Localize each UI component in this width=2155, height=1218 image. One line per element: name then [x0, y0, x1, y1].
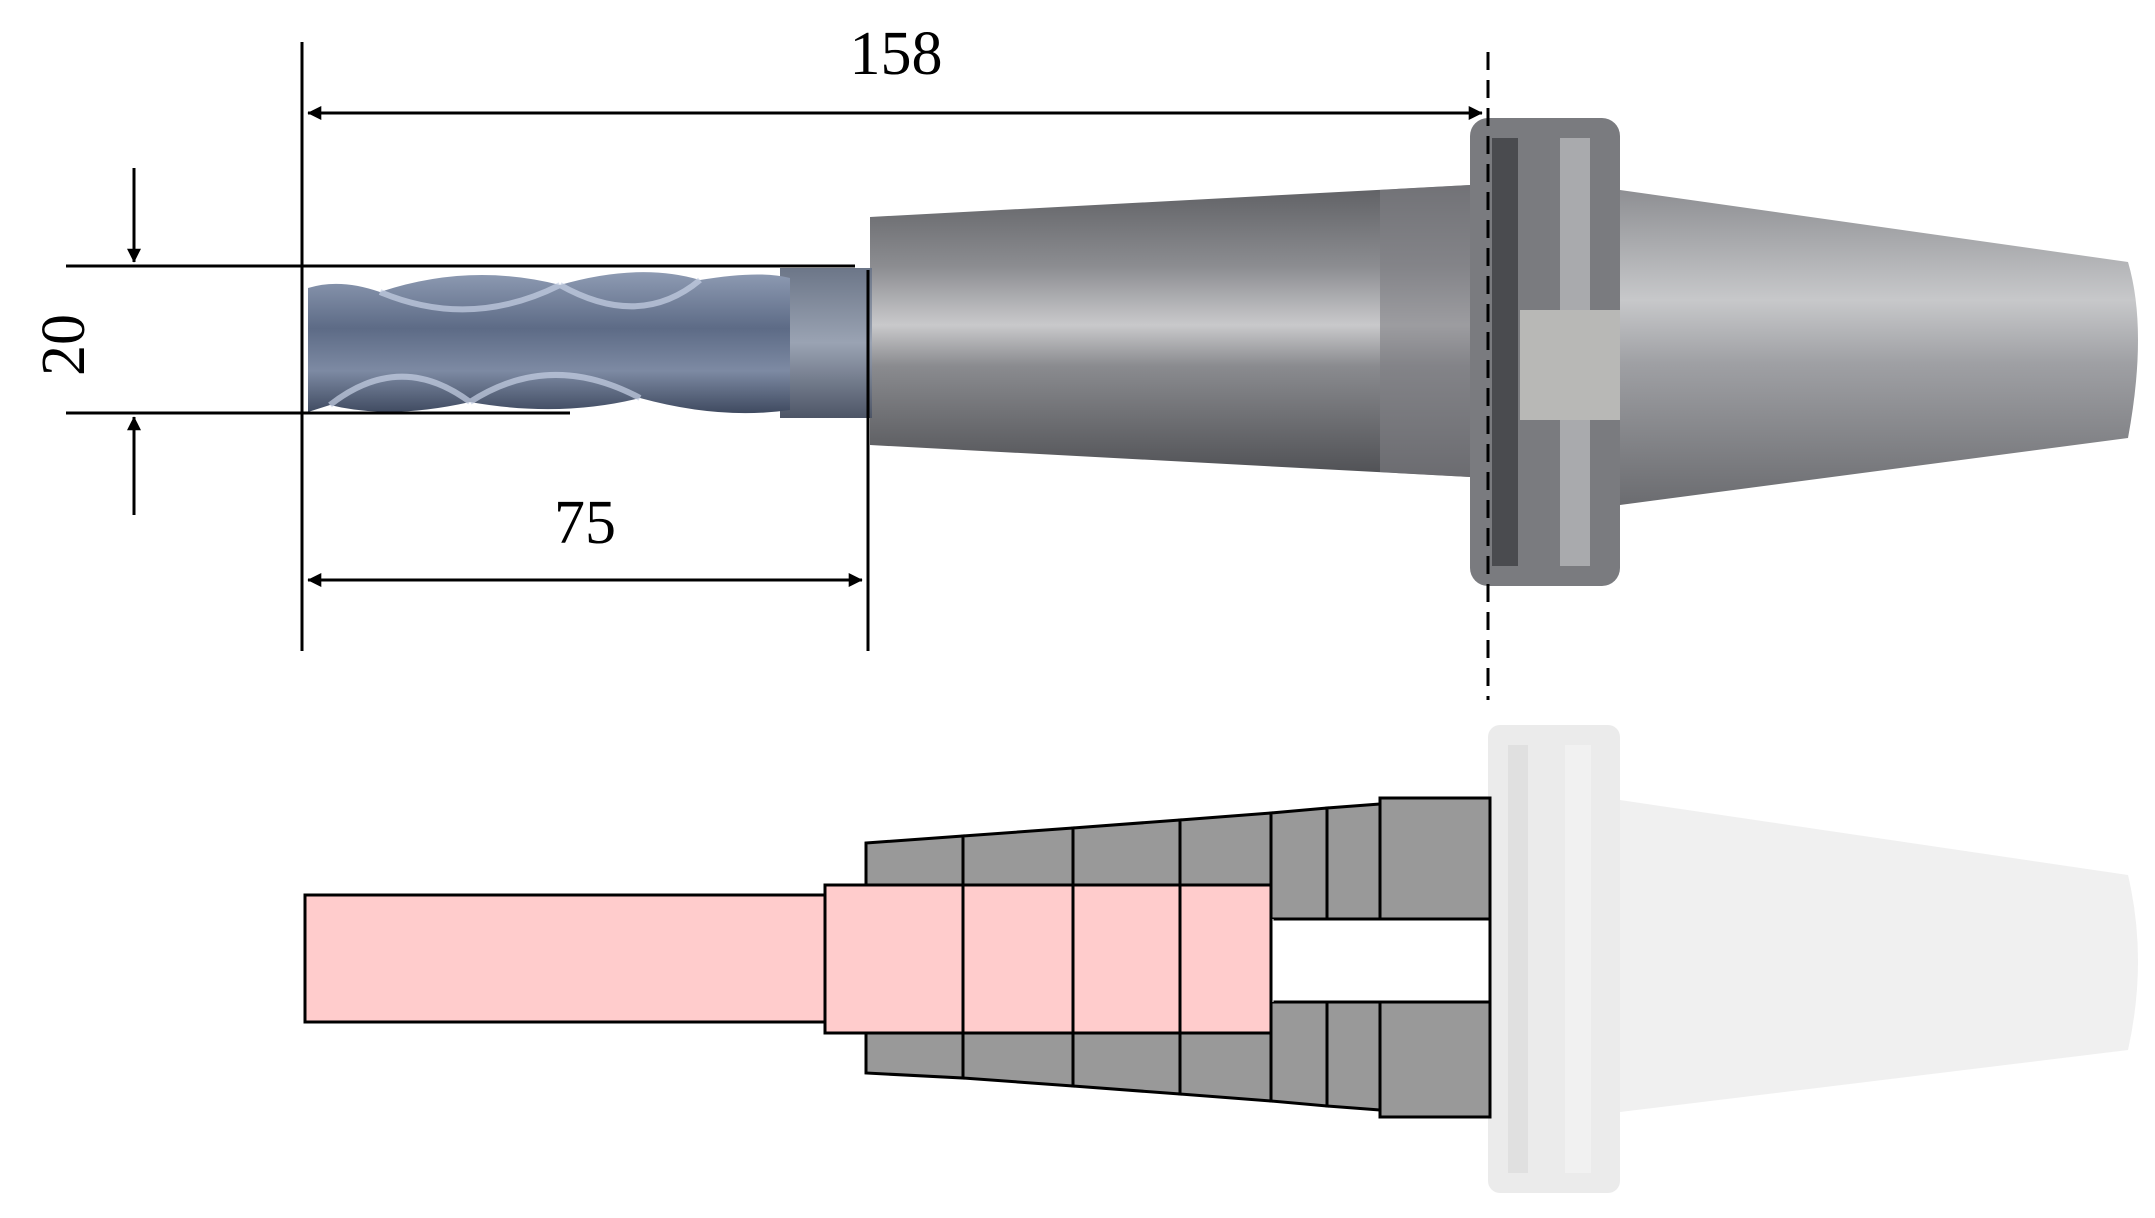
tool-clamped-segment-2: [961, 883, 1075, 1035]
holder-taper: [1620, 190, 2138, 505]
section-model: [303, 725, 2138, 1193]
dimension-lines: [66, 42, 1490, 700]
tool-clamped-segment-3: [1071, 883, 1182, 1035]
tool-clamped-segment-1: [823, 883, 965, 1035]
holder-flange: [1470, 118, 1620, 586]
dim-75-label: 75: [554, 489, 616, 557]
holder-nose: [870, 185, 1470, 477]
tool-free-part: [303, 893, 827, 1024]
tool-assembly-illustration: [308, 118, 2138, 586]
tool-section: [303, 883, 1273, 1035]
cutter-shank: [780, 268, 872, 418]
dimension-labels: 158 75 20: [30, 20, 943, 557]
flute-highlights: [328, 277, 702, 408]
ghost-holder: [1488, 725, 2138, 1193]
tool-clamped-segment-4: [1178, 883, 1273, 1035]
holder-nose-step: [1380, 185, 1470, 477]
dim-158-label: 158: [850, 20, 943, 88]
dim-20-label: 20: [30, 314, 98, 376]
holder-bore: [1269, 917, 1492, 1004]
